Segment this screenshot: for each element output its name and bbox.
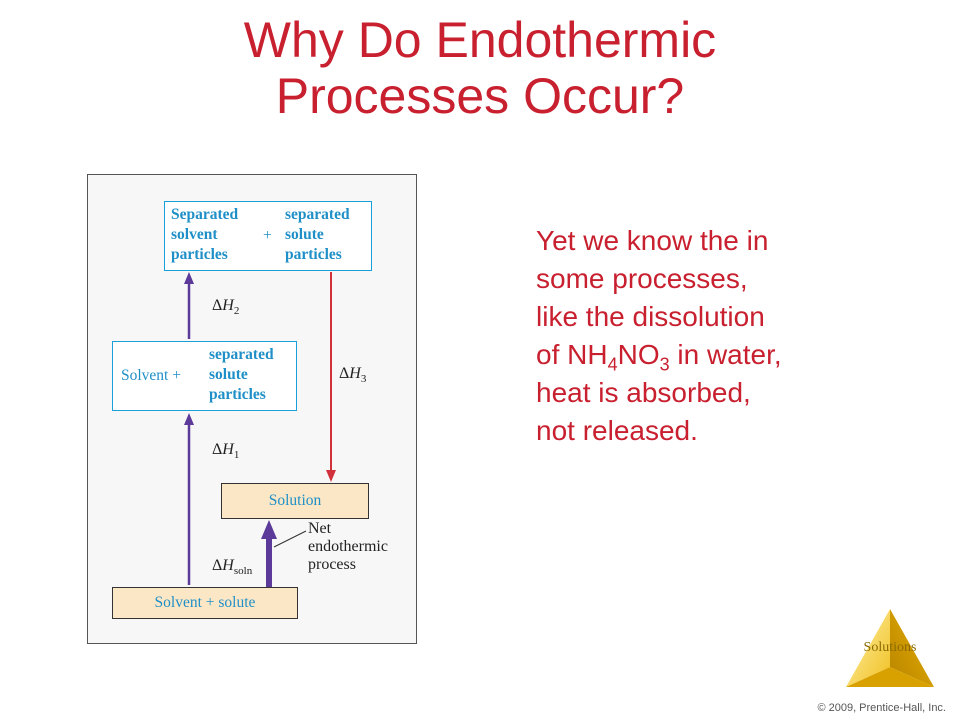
mid-box-right-line2: solute	[209, 366, 248, 383]
mid-box-left: Solvent +	[121, 367, 181, 384]
body-line-5: heat is absorbed,	[536, 377, 751, 408]
bottom-box-solvent-solute: Solvent + solute	[112, 587, 298, 619]
solution-box: Solution	[221, 483, 369, 519]
net-leader-line	[273, 530, 307, 548]
top-box-col1-line2: solvent	[171, 226, 218, 243]
bottom-box-label: Solvent + solute	[154, 594, 256, 611]
body-line-6: not released.	[536, 415, 698, 446]
body-line-4: of NH4NO3 in water,	[536, 339, 782, 375]
top-box-plus: +	[263, 227, 272, 244]
arrow-dh2-head	[184, 272, 194, 284]
arrow-dh1-head	[184, 413, 194, 425]
top-box-separated-particles: Separated solvent particles + separated …	[164, 201, 372, 271]
title-line-2: Processes Occur?	[275, 68, 685, 124]
mid-box-right-line3: particles	[209, 386, 266, 403]
mid-box-solvent-separated-solute: Solvent + separated solute particles	[112, 341, 297, 411]
arrow-dh3-head	[326, 470, 336, 482]
body-line-3: like the dissolution	[536, 301, 765, 332]
top-box-col1-line3: particles	[171, 246, 228, 263]
mid-box-right-line1: separated	[209, 346, 274, 363]
pyramid-icon	[846, 609, 934, 687]
top-box-col2-line1: separated	[285, 206, 350, 223]
arrow-dhsoln-head	[261, 520, 277, 539]
label-dh2: ΔH2	[212, 297, 240, 318]
top-box-col1-line1: Separated	[171, 206, 239, 223]
copyright-notice: © 2009, Prentice-Hall, Inc.	[817, 702, 946, 714]
body-line-1: Yet we know the in	[536, 225, 769, 256]
slide-body-text: Yet we know the in some processes, like …	[536, 222, 896, 450]
diagram-arrows	[184, 272, 336, 587]
label-net-endothermic: Net endothermic process	[308, 520, 388, 573]
label-dhsoln: ΔHsoln	[212, 557, 253, 578]
label-dh1: ΔH1	[212, 441, 240, 462]
enthalpy-diagram: Separated solvent particles + separated …	[87, 174, 417, 644]
badge-label: Solutions	[863, 640, 917, 655]
label-dh3: ΔH3	[339, 365, 367, 386]
solution-box-label: Solution	[268, 492, 322, 509]
top-box-col2-line3: particles	[285, 246, 342, 263]
title-line-1: Why Do Endothermic	[243, 12, 717, 68]
body-line-2: some processes,	[536, 263, 748, 294]
slide-title: Why Do Endothermic Processes Occur?	[0, 12, 960, 124]
top-box-col2-line2: solute	[285, 226, 324, 243]
